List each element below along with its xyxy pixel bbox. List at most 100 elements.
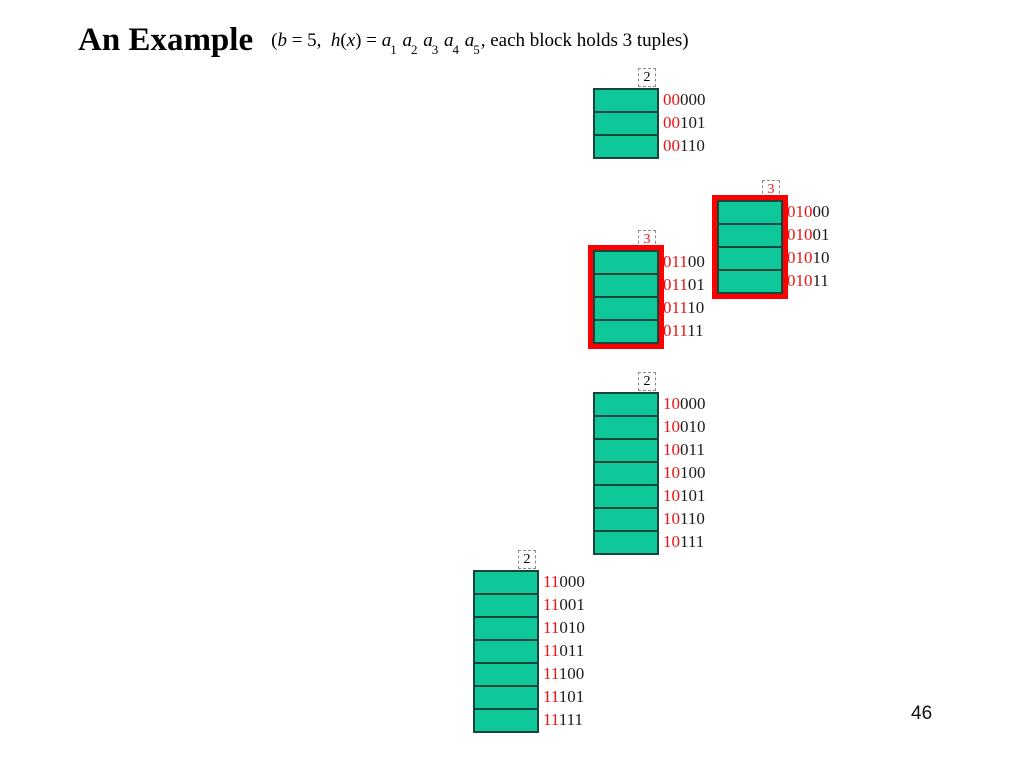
key-suffix: 100: [558, 664, 585, 683]
key-prefix: 010: [787, 271, 813, 290]
block-cell[interactable]: [719, 271, 781, 292]
key-suffix: 100: [680, 463, 706, 482]
tuple-key-label: 10101: [663, 484, 706, 507]
key-prefix: 10: [663, 417, 680, 436]
key-prefix: 10: [663, 463, 680, 482]
block-cell[interactable]: [595, 509, 657, 532]
key-prefix: 010: [787, 202, 813, 221]
block-cell[interactable]: [719, 225, 781, 248]
key-prefix: 10: [663, 509, 680, 528]
tuple-key-label: 11100: [543, 662, 585, 685]
local-depth-badge: 2: [638, 68, 656, 87]
key-suffix: 00: [687, 252, 705, 271]
block-cell[interactable]: [475, 595, 537, 618]
block-cell[interactable]: [595, 532, 657, 553]
block-cell[interactable]: [595, 90, 657, 113]
key-suffix: 01: [687, 275, 705, 294]
key-prefix: 10: [663, 486, 680, 505]
key-prefix: 11: [543, 710, 559, 729]
block-stack[interactable]: [593, 88, 659, 159]
tuple-key-label: 01110: [663, 296, 705, 319]
key-suffix: 00: [812, 202, 830, 221]
tuple-key-label: 00000: [663, 88, 706, 111]
tuple-key-label: 11101: [543, 685, 585, 708]
tuple-key-label: 11011: [543, 639, 585, 662]
block-cell[interactable]: [595, 252, 657, 275]
tuple-key-label: 01101: [663, 273, 705, 296]
local-depth-badge: 3: [638, 230, 656, 249]
key-suffix: 11: [687, 321, 704, 340]
block-cell[interactable]: [475, 710, 537, 731]
key-prefix: 10: [663, 532, 680, 551]
page-number: 46: [911, 703, 933, 724]
key-prefix: 011: [663, 275, 688, 294]
block-cell[interactable]: [595, 394, 657, 417]
key-suffix: 111: [558, 710, 583, 729]
tuple-key-label: 10000: [663, 392, 706, 415]
local-depth-badge: 2: [638, 372, 656, 391]
block-stack[interactable]: [712, 195, 788, 299]
tuple-key-label: 11001: [543, 593, 585, 616]
block-cell[interactable]: [595, 136, 657, 157]
block-stack[interactable]: [593, 392, 659, 555]
block-cell[interactable]: [595, 486, 657, 509]
key-suffix: 000: [559, 572, 585, 591]
key-suffix: 011: [559, 641, 585, 660]
block-cell[interactable]: [719, 248, 781, 271]
tuple-key-label: 10010: [663, 415, 706, 438]
block-cell[interactable]: [475, 572, 537, 595]
block-stack[interactable]: [473, 570, 539, 733]
key-prefix: 11: [543, 595, 560, 614]
block-cell[interactable]: [595, 440, 657, 463]
title-row: An Example (b = 5, h(x) = a1 a2 a3 a4 a5,…: [78, 22, 689, 59]
block-cell[interactable]: [475, 664, 537, 687]
key-prefix: 10: [663, 394, 680, 413]
tuple-key-label: 01011: [787, 269, 830, 292]
tuple-key-label: 11010: [543, 616, 585, 639]
key-prefix: 00: [663, 90, 680, 109]
key-suffix: 110: [680, 136, 705, 155]
tuple-key-label: 10111: [663, 530, 706, 553]
block-cell[interactable]: [595, 321, 657, 342]
key-prefix: 11: [543, 618, 560, 637]
key-suffix: 10: [687, 298, 705, 317]
local-depth-badge: 2: [518, 550, 536, 569]
tuple-key-label: 01000: [787, 200, 830, 223]
block-cell[interactable]: [595, 298, 657, 321]
block-cell[interactable]: [475, 618, 537, 641]
key-suffix: 010: [559, 618, 585, 637]
tuple-key-label: 00110: [663, 134, 706, 157]
tuple-key-label: 11111: [543, 708, 585, 731]
key-suffix: 110: [680, 509, 705, 528]
page-title: An Example: [78, 22, 254, 58]
key-prefix: 010: [787, 225, 813, 244]
key-prefix: 11: [543, 572, 560, 591]
key-suffix: 000: [680, 394, 706, 413]
block-stack[interactable]: [588, 245, 664, 349]
key-suffix: 101: [558, 687, 585, 706]
tuple-key-label: 00101: [663, 111, 706, 134]
block-cell[interactable]: [475, 687, 537, 710]
key-prefix: 00: [663, 136, 680, 155]
block-cell[interactable]: [595, 113, 657, 136]
tuple-key-label: 01100: [663, 250, 705, 273]
block-cell[interactable]: [719, 202, 781, 225]
local-depth-badge: 3: [762, 180, 780, 199]
key-prefix: 011: [663, 252, 688, 271]
tuple-key-label: 01111: [663, 319, 705, 342]
tuple-key-label: 01001: [787, 223, 830, 246]
block-cell[interactable]: [475, 641, 537, 664]
block-cell[interactable]: [595, 275, 657, 298]
key-prefix: 10: [663, 440, 680, 459]
block-cell[interactable]: [595, 417, 657, 440]
title-formula: (b = 5, h(x) = a1 a2 a3 a4 a5, each bloc…: [271, 30, 689, 57]
block-cell[interactable]: [595, 463, 657, 486]
